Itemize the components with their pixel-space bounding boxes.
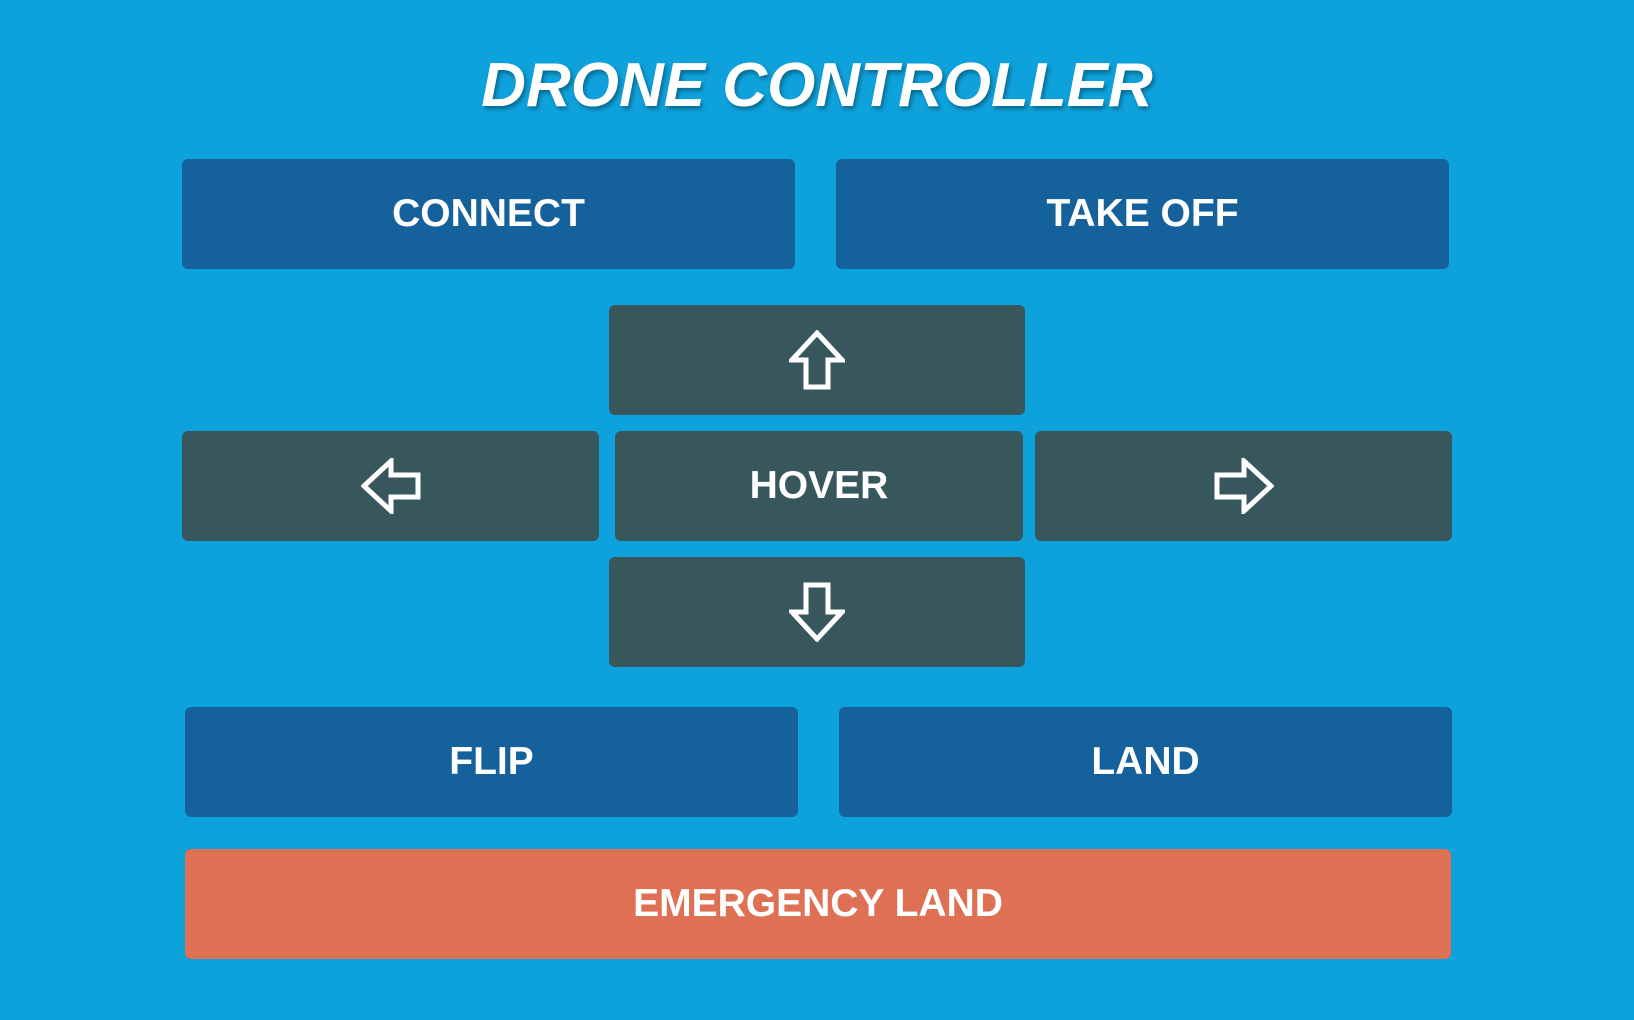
- land-button[interactable]: LAND: [839, 707, 1452, 817]
- move-right-button[interactable]: [1035, 431, 1452, 541]
- take-off-button-label: TAKE OFF: [1046, 192, 1239, 235]
- land-button-label: LAND: [1091, 740, 1200, 783]
- move-up-button[interactable]: [609, 305, 1025, 415]
- arrow-right-icon: [1214, 458, 1274, 514]
- hover-button-label: HOVER: [749, 464, 889, 507]
- connect-button-label: CONNECT: [392, 192, 585, 235]
- arrow-left-icon: [360, 458, 421, 514]
- move-down-button[interactable]: [609, 557, 1025, 667]
- arrow-down-icon: [789, 582, 845, 642]
- connect-button[interactable]: CONNECT: [182, 159, 795, 269]
- page-title: DRONE CONTROLLER: [481, 51, 1153, 120]
- flip-button[interactable]: FLIP: [185, 707, 798, 817]
- arrow-up-icon: [789, 330, 845, 390]
- take-off-button[interactable]: TAKE OFF: [836, 159, 1449, 269]
- emergency-land-button-label: EMERGENCY LAND: [633, 882, 1003, 925]
- flip-button-label: FLIP: [449, 740, 534, 783]
- emergency-land-button[interactable]: EMERGENCY LAND: [185, 849, 1451, 959]
- move-left-button[interactable]: [182, 431, 599, 541]
- hover-button[interactable]: HOVER: [615, 431, 1023, 541]
